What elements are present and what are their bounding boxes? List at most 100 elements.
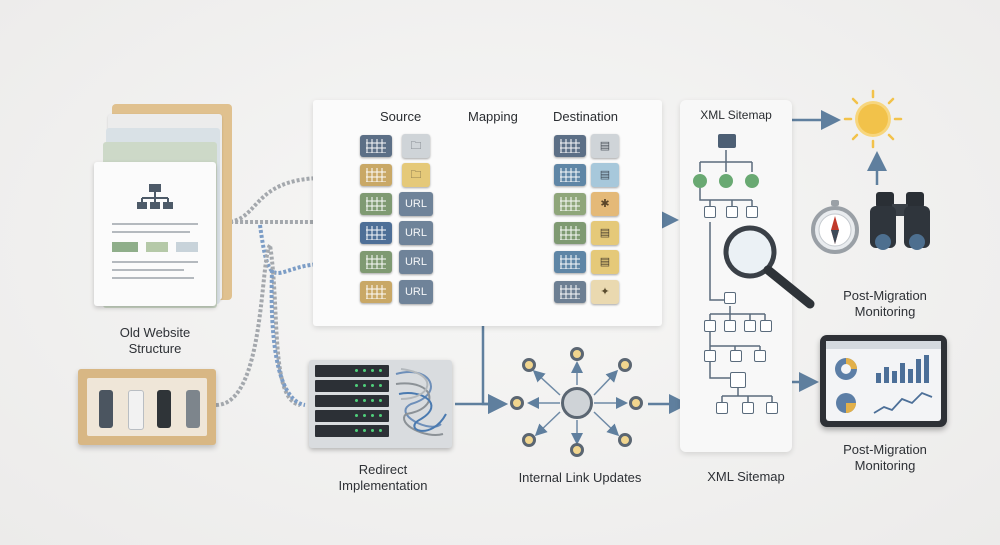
front-page [94, 162, 216, 306]
destination-page-tile[interactable] [554, 135, 586, 157]
redirect-label: Redirect Implementation [320, 462, 446, 494]
source-page-tile[interactable] [360, 222, 392, 244]
url-tag: URL [399, 221, 433, 245]
check-icon [693, 174, 707, 188]
redirect-server [309, 360, 452, 448]
link-node [522, 358, 536, 372]
destination-page-tile[interactable] [554, 281, 586, 303]
mapping-panel: Source Mapping Destination 🗀 🗀 URL URL U… [313, 100, 662, 326]
usb-drive-icon [128, 390, 144, 430]
page-box [716, 402, 728, 414]
old-structure-label: Old Website Structure [100, 325, 210, 357]
redirect-label-line1: Redirect [358, 462, 408, 477]
link-node [522, 433, 536, 447]
monitoring-bottom-line1: Post-Migration [843, 442, 927, 457]
server-unit [315, 365, 389, 377]
source-page-tile[interactable] [360, 251, 392, 273]
folder-icon: 🗀 [402, 134, 430, 158]
dashboard-tablet [820, 335, 947, 427]
usb-drive-icon [99, 390, 113, 428]
drawer-inner [87, 378, 207, 436]
link-node [570, 443, 584, 457]
page-box [704, 206, 716, 218]
page-box [724, 320, 736, 332]
destination-page-tile[interactable] [554, 251, 586, 273]
sitemap-bottom-label: XML Sitemap [707, 469, 785, 484]
source-header: Source [380, 109, 422, 124]
link-hub [561, 387, 593, 419]
page-box [744, 320, 756, 332]
link-node [510, 396, 524, 410]
source-page-tile[interactable] [360, 193, 392, 215]
page-box [704, 320, 716, 332]
server-unit [315, 425, 389, 437]
page-box [730, 350, 742, 362]
page-box [742, 402, 754, 414]
source-page-tile[interactable] [360, 164, 392, 186]
dashboard-charts [826, 341, 941, 414]
puzzle-icon: ✱ [591, 192, 619, 216]
check-icon [745, 174, 759, 188]
hub-spokes [527, 361, 628, 445]
link-node [618, 433, 632, 447]
monitoring-top-line2: Monitoring [854, 304, 916, 319]
destination-page-tile[interactable] [554, 222, 586, 244]
sitemap-title: XML Sitemap [700, 108, 772, 122]
internal-links-label: Internal Link Updates [518, 470, 642, 485]
monitoring-bottom-line2: Monitoring [854, 458, 916, 473]
sparkle-icon: ✦ [591, 280, 619, 304]
usb-drive-icon [157, 390, 171, 428]
page-box [746, 206, 758, 218]
magnifying-glass-icon [723, 225, 815, 309]
page-box [704, 350, 716, 362]
server-unit [315, 410, 389, 422]
url-tag: URL [399, 192, 433, 216]
page-box [754, 350, 766, 362]
cable-drawer-to-server [215, 239, 301, 407]
usb-drive-icon [186, 390, 200, 428]
page-box [766, 402, 778, 414]
url-tag: URL [399, 280, 433, 304]
compass-icon [811, 200, 859, 254]
source-page-tile[interactable] [360, 281, 392, 303]
document-icon: ▤ [591, 163, 619, 187]
page-box [760, 320, 772, 332]
check-icon [719, 174, 733, 188]
link-node [618, 358, 632, 372]
monitoring-bottom-label: Post-Migration Monitoring [820, 442, 950, 474]
page-box [726, 206, 738, 218]
destination-page-tile[interactable] [554, 193, 586, 215]
dashboard-screen [826, 341, 941, 421]
sitemap-tree [699, 134, 773, 402]
sun-rays [843, 89, 903, 149]
destination-page-tile[interactable] [554, 164, 586, 186]
page-box [730, 372, 746, 388]
link-node [570, 347, 584, 361]
old-website-structure [90, 100, 240, 310]
binoculars-icon [870, 192, 930, 250]
document-icon: ▤ [591, 221, 619, 245]
sitemap-tree-icon [112, 184, 198, 279]
url-tag: URL [399, 250, 433, 274]
redirect-label-line2: Implementation [338, 478, 428, 493]
destination-header: Destination [553, 109, 619, 124]
old-structure-label-line1: Old Website [119, 325, 191, 340]
server-unit [315, 395, 389, 407]
document-icon: ▤ [591, 134, 619, 158]
page-box [724, 292, 736, 304]
server-unit [315, 380, 389, 392]
source-page-tile[interactable] [360, 135, 392, 157]
cable-blue-to-server [269, 269, 306, 407]
old-structure-label-line2: Structure [128, 341, 182, 356]
monitoring-top-line1: Post-Migration [843, 288, 927, 303]
patch-cables [395, 368, 447, 436]
monitoring-top-label: Post-Migration Monitoring [820, 288, 950, 320]
arrow-panel-down [481, 326, 508, 414]
usb-drawer [78, 369, 216, 445]
cable-to-source-row-4 [258, 224, 323, 275]
sun-icon [858, 104, 888, 134]
link-node [629, 396, 643, 410]
folder-icon: 🗀 [402, 163, 430, 187]
document-icon: ▤ [591, 250, 619, 274]
mapping-header: Mapping [468, 109, 518, 124]
